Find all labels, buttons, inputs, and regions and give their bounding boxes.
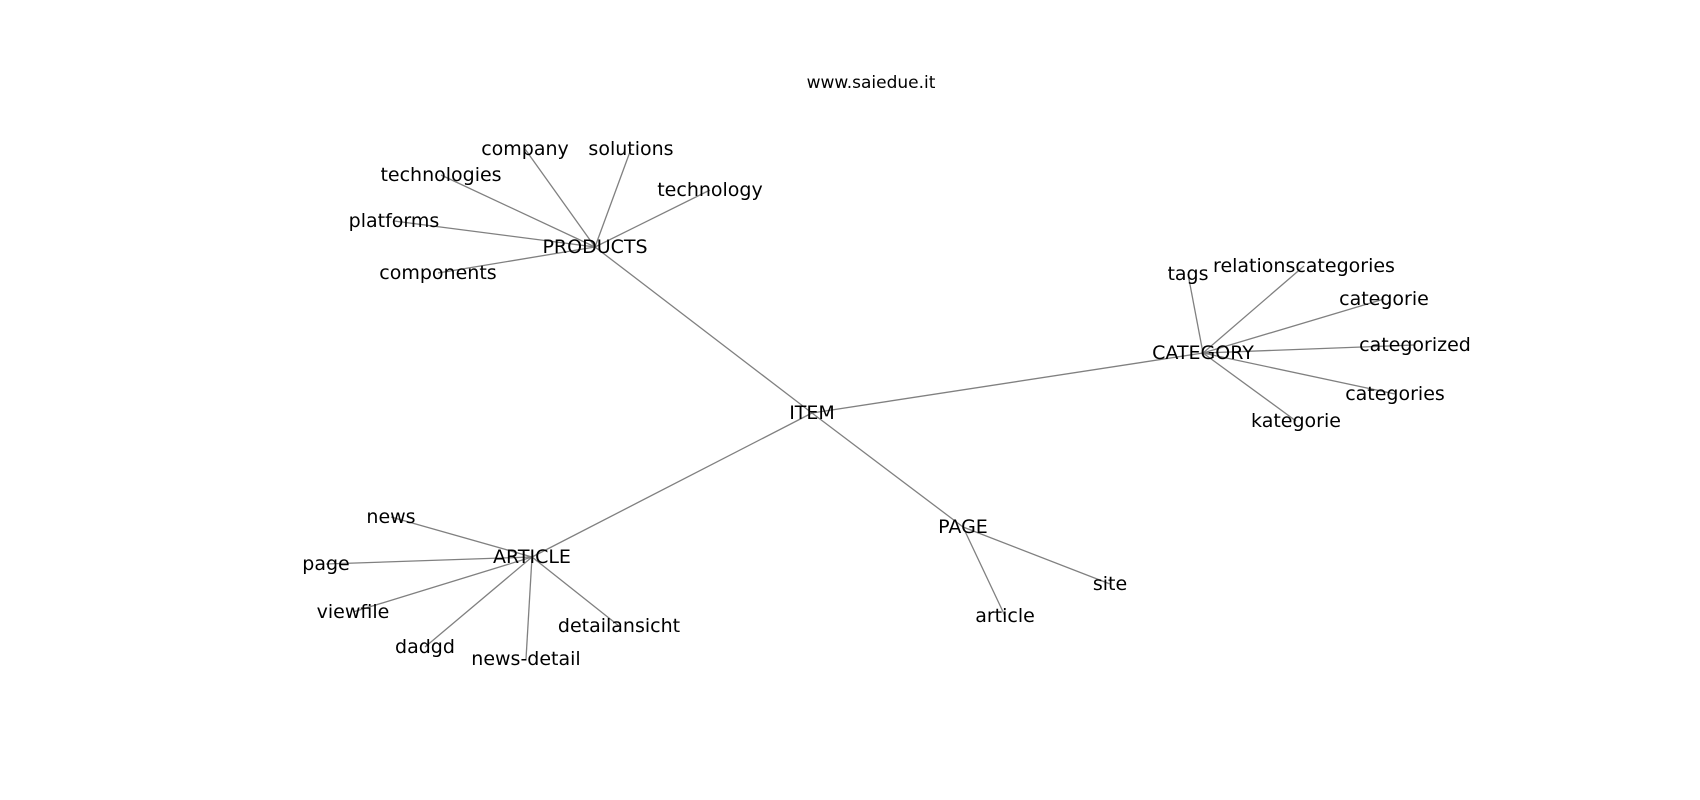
node-solutions: solutions (588, 138, 673, 160)
edge-products-components (437, 246, 596, 274)
node-tags: tags (1167, 263, 1208, 285)
edge-item-products (594, 246, 813, 414)
node-news-detail: news-detail (471, 648, 580, 670)
edge-article-news_detail (525, 556, 533, 660)
edge-products-technologies (440, 174, 596, 248)
node-company: company (481, 138, 569, 160)
nodes-layer: ITEM PRODUCTS CATEGORY ARTICLE PAGE company so… (302, 138, 1471, 670)
node-technologies: technologies (380, 164, 501, 186)
edge-category-tags (1187, 273, 1204, 354)
edge-category-categorized (1202, 344, 1416, 354)
node-detailansicht: detailansicht (558, 615, 680, 637)
edge-category-categories (1202, 352, 1396, 395)
node-viewfile: viewfile (317, 601, 390, 623)
node-dadgd: dadgd (395, 636, 455, 658)
node-technology: technology (657, 179, 763, 201)
edge-page-article_leaf (962, 526, 1006, 617)
node-relationscategories: relationscategories (1213, 255, 1395, 277)
edge-item-page (811, 412, 964, 528)
node-categorized: categorized (1359, 334, 1471, 356)
node-site: site (1093, 573, 1127, 595)
edge-article-news (390, 516, 533, 558)
edge-category-relationscategories (1202, 265, 1305, 354)
node-products: PRODUCTS (542, 236, 647, 258)
edge-page-site (962, 526, 1111, 585)
page-title: www.saiedue.it (807, 73, 936, 93)
node-categories: categories (1345, 383, 1445, 405)
node-category: CATEGORY (1152, 342, 1254, 364)
node-article-leaf: article (975, 605, 1035, 627)
edge-category-categorie (1202, 298, 1385, 354)
edge-article-dadgd (424, 556, 533, 648)
edge-products-solutions (594, 148, 632, 248)
node-components: components (379, 262, 496, 284)
edge-category-kategorie (1202, 352, 1297, 422)
node-platforms: platforms (349, 210, 440, 232)
edge-products-company (524, 148, 596, 248)
edges-layer (325, 148, 1416, 660)
edge-products-platforms (393, 220, 596, 248)
edge-article-page_leaf (325, 556, 533, 565)
node-article: ARTICLE (493, 546, 571, 568)
edge-item-category (811, 352, 1204, 414)
edge-article-viewfile (352, 556, 533, 613)
edge-article-detailansicht (531, 556, 620, 627)
node-page-leaf: page (302, 553, 349, 575)
edge-products-technology (594, 189, 711, 248)
node-categorie: categorie (1339, 288, 1429, 310)
node-page: PAGE (938, 516, 988, 538)
node-kategorie: kategorie (1251, 410, 1341, 432)
edge-item-article (531, 412, 813, 558)
node-news: news (366, 506, 415, 528)
node-item: ITEM (789, 402, 835, 424)
